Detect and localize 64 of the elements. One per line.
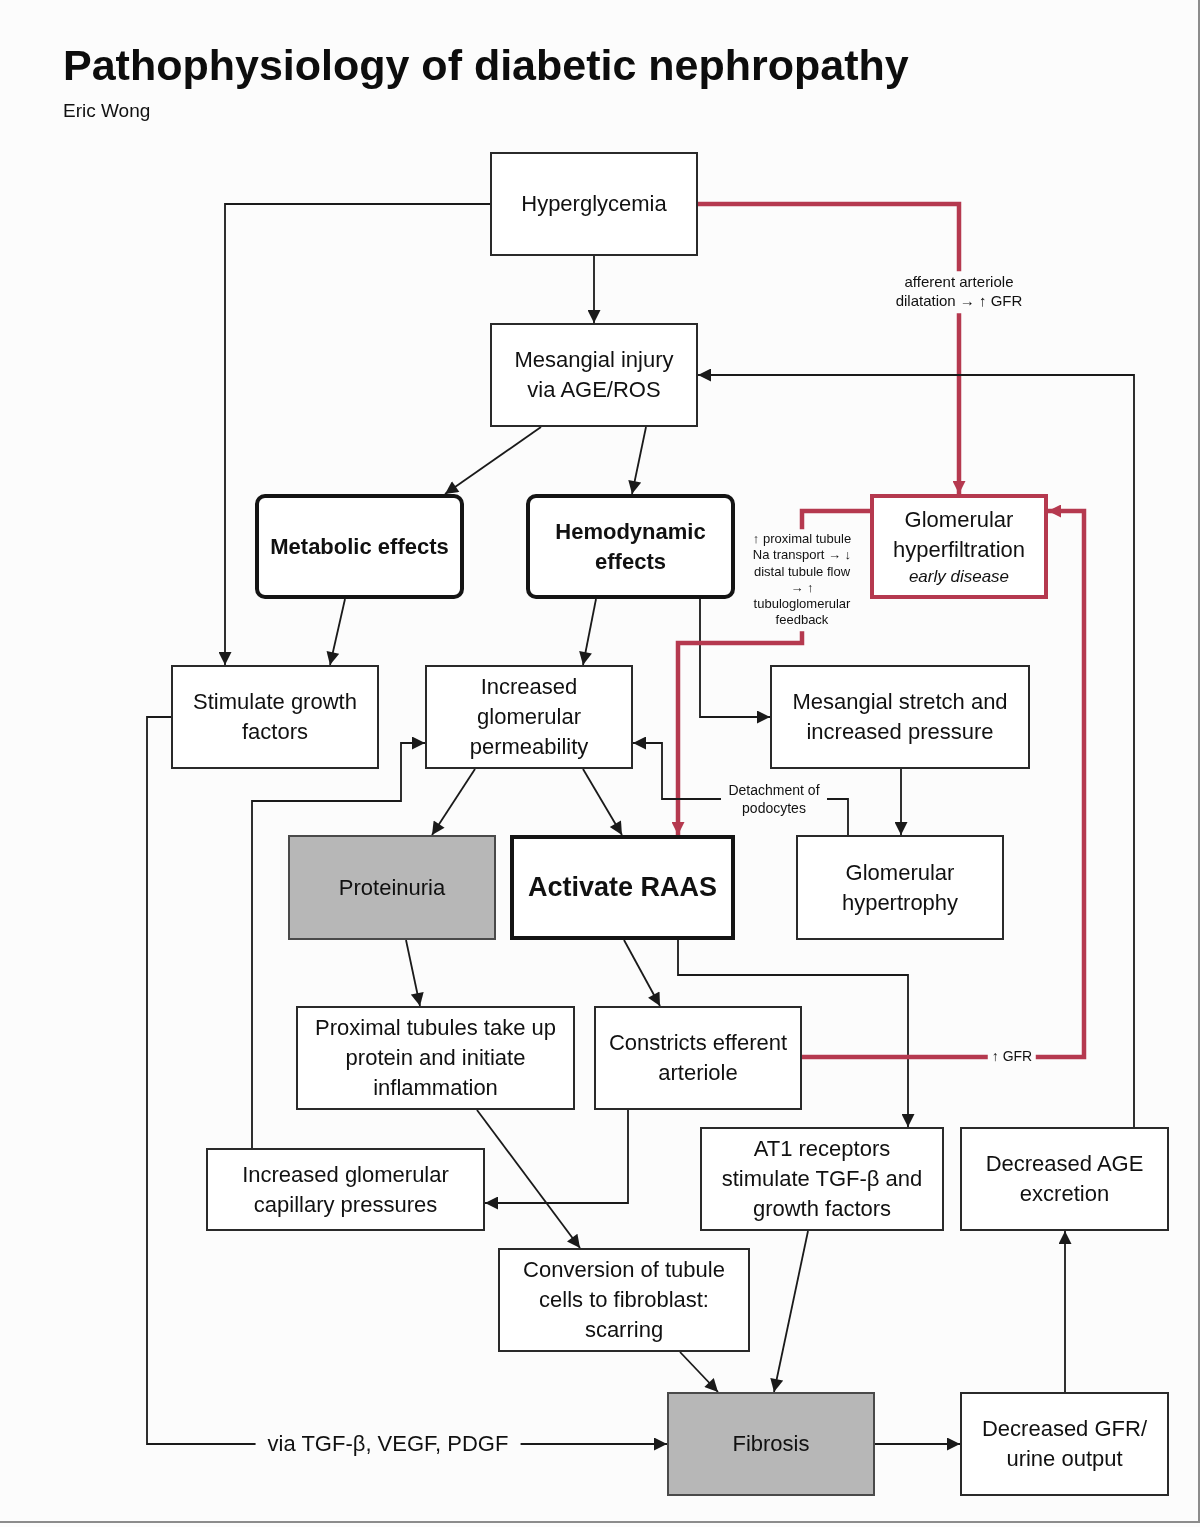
step-label: Hyperglycemia (521, 190, 667, 219)
arrow (802, 504, 1087, 1060)
step-label: Fibrosis (732, 1430, 810, 1459)
arrow (628, 426, 647, 495)
shaded-process-box (288, 835, 496, 940)
process-box (498, 1248, 750, 1352)
arrow (579, 598, 597, 666)
step-label: Proximal tubules take up protein and initiate inflammation (314, 1014, 557, 1102)
arrow (699, 598, 771, 724)
step-label: Decreased AGE excretion (984, 1150, 1145, 1208)
step-label: Decreased GFR/ urine output (980, 1415, 1149, 1473)
step-label: Mesangial injury via AGE/ROS (513, 346, 675, 404)
process-box (490, 152, 698, 256)
arrow (679, 1351, 719, 1393)
step-label: Increased glomerular capillary pressures (241, 1160, 450, 1219)
arrow (770, 1230, 809, 1393)
process-box (171, 665, 379, 769)
process-box (296, 1006, 575, 1110)
step-label: Stimulate growth factors (192, 688, 358, 746)
arrow (405, 939, 424, 1007)
step-label: Increased glomerular permeability (468, 673, 590, 761)
step-label: Conversion of tubule cells to fibroblast: scarring (522, 1256, 726, 1344)
rounded-process-box (526, 494, 735, 599)
arrow (874, 1437, 961, 1451)
process-box (490, 323, 698, 427)
step-label: Hemodynamic effects (554, 517, 707, 576)
arrow (444, 426, 542, 495)
step-label: Constricts efferent arteriole (607, 1029, 789, 1087)
step-label: Mesangial stretch and increased pressure (791, 688, 1009, 746)
shaded-process-box (667, 1392, 875, 1496)
step-label: AT1 receptors stimulate TGF-β and growth factors (720, 1135, 924, 1223)
arrow (1058, 1230, 1072, 1393)
arrow (326, 598, 346, 666)
author-name: Eric Wong (63, 100, 151, 123)
arrow (251, 736, 426, 1149)
arrow (623, 939, 661, 1007)
emphasized-process-box (510, 835, 735, 940)
arrow (698, 201, 966, 494)
arrow (894, 768, 908, 836)
process-box (960, 1392, 1169, 1496)
arrow (582, 768, 623, 836)
process-box (700, 1127, 944, 1231)
step-label: Proteinuria (338, 873, 446, 902)
arrow (431, 768, 476, 836)
step-label: Metabolic effects (270, 532, 449, 561)
process-box (960, 1127, 1169, 1231)
arrow (218, 203, 491, 666)
step-label: Glomerular hypertrophy (840, 858, 960, 917)
process-box (770, 665, 1030, 769)
arrow (587, 255, 601, 324)
process-box (594, 1006, 802, 1110)
process-box (206, 1148, 485, 1231)
arrow (484, 1109, 629, 1210)
rounded-process-box (255, 494, 464, 599)
arrow (476, 1109, 581, 1249)
arrow (697, 368, 1135, 1128)
process-box (796, 835, 1004, 940)
arrow (677, 939, 915, 1128)
step-note: early disease (908, 565, 1010, 588)
process-box (425, 665, 633, 769)
step-label: Glomerular hyperfiltration (891, 506, 1027, 564)
step-label: Activate RAAS (527, 871, 718, 905)
highlighted-process-box (870, 494, 1048, 599)
diagram-title: Pathophysiology of diabetic nephropathy (63, 42, 909, 90)
